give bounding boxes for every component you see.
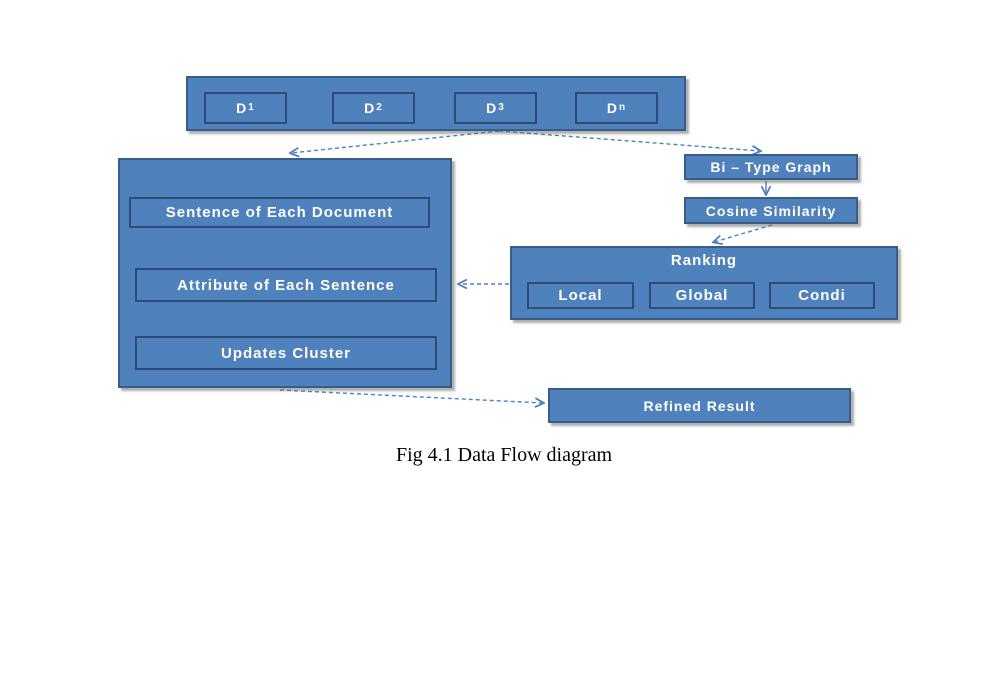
- document-label: D: [364, 100, 376, 116]
- processing-box: Sentence of Each Document Attribute of E…: [118, 158, 452, 388]
- document-label: D: [606, 100, 618, 116]
- ranking-box: Ranking Local Global Condi: [510, 246, 898, 320]
- arrow-documents-to-processing: [291, 130, 500, 153]
- arrow-processing-to-refined: [279, 389, 543, 403]
- arrow-cosine-to-ranking: [714, 224, 773, 242]
- ranking-title: Ranking: [670, 252, 738, 269]
- figure-caption: Fig 4.1 Data Flow diagram: [395, 444, 613, 466]
- ranking-condi-box: Condi: [769, 282, 875, 309]
- refined-result-box: Refined Result: [548, 388, 851, 423]
- document-label: D: [236, 100, 248, 116]
- bi-type-graph-box: Bi – Type Graph: [684, 154, 858, 180]
- ranking-local-box: Local: [527, 282, 634, 309]
- sentence-of-each-document-box: Sentence of Each Document: [129, 197, 430, 228]
- attribute-of-each-sentence-box: Attribute of Each Sentence: [135, 268, 437, 302]
- document-label: D: [486, 100, 498, 116]
- updates-cluster-box: Updates Cluster: [135, 336, 437, 370]
- cosine-similarity-box: Cosine Similarity: [684, 197, 858, 224]
- ranking-global-box: Global: [649, 282, 755, 309]
- arrow-documents-to-bitype: [498, 130, 760, 151]
